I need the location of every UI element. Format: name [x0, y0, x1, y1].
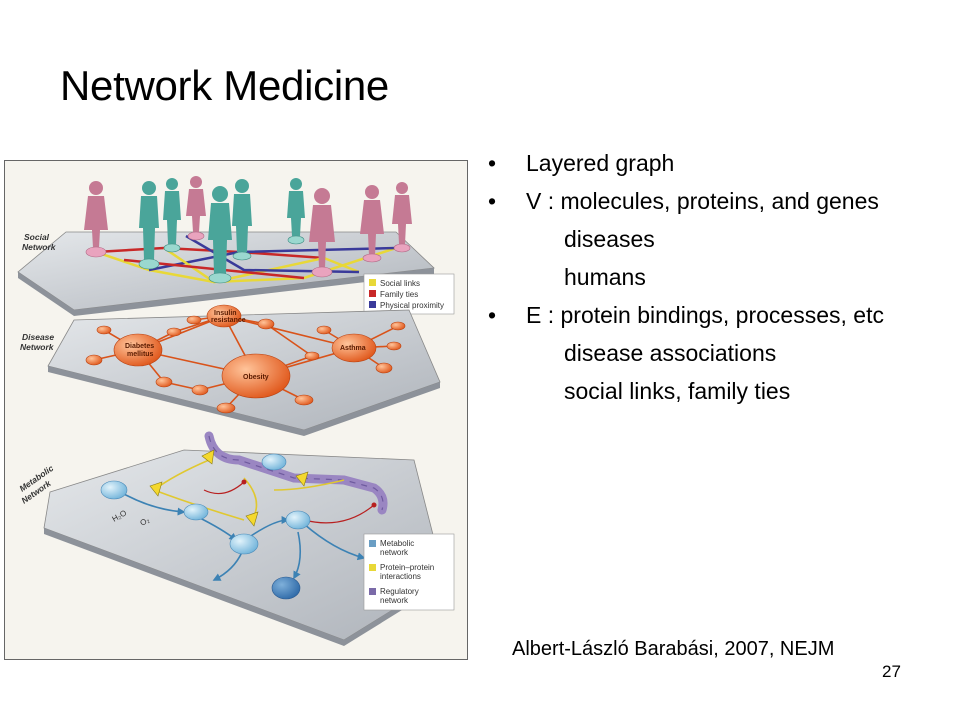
bullet-text: humans [564, 264, 646, 290]
disease-network-layer: Diabetes mellitus Insulin resistance Ast… [20, 304, 441, 436]
node-label-diabetes: Diabetes [125, 343, 154, 350]
bullet-marker: • [488, 302, 497, 328]
legend-metabolic-2: network [380, 548, 409, 557]
slide-title: Network Medicine [60, 62, 389, 109]
social-network-layer: Social Network Social links Family ties … [17, 176, 455, 316]
molecule-o2: O₂ [139, 515, 152, 527]
bullet-text: social links, family ties [564, 378, 791, 404]
metabolic-network-layer: H₂O O₂ Metabolic Network Metabolic netwo… [17, 431, 455, 646]
bullet-text: disease associations [564, 340, 777, 366]
bullet-marker: • [488, 150, 497, 176]
node-label-obesity: Obesity [243, 374, 269, 381]
legend-regulatory: Regulatory [380, 587, 419, 596]
bullet-text: Layered graph [526, 150, 675, 176]
layer-label-social-2: Network [22, 242, 57, 252]
metabolic-legend: Metabolic network Protein–protein intera… [363, 533, 455, 611]
node-label-insulin-2: resistance [211, 317, 246, 324]
bullet-subitem: diseases [488, 220, 958, 258]
bullet-subitem: social links, family ties [488, 372, 958, 410]
page-number: 27 [882, 662, 901, 681]
network-layers-figure: Social Network Social links Family ties … [4, 160, 468, 660]
bullet-list: • Layered graph • V : molecules, protein… [488, 144, 958, 410]
legend-ppi: Protein–protein [380, 563, 434, 572]
bullet-text: diseases [564, 226, 655, 252]
legend-ppi-2: interactions [380, 572, 421, 581]
person-figures [84, 176, 412, 274]
legend-family-ties: Family ties [380, 290, 418, 299]
legend-regulatory-2: network [380, 596, 409, 605]
node-label-diabetes-2: mellitus [127, 351, 154, 358]
bullet-item: • Layered graph [488, 144, 958, 182]
bullet-marker: • [488, 188, 497, 214]
bullet-text: V : molecules, proteins, and genes [526, 188, 879, 214]
legend-metabolic: Metabolic [380, 539, 414, 548]
node-label-asthma: Asthma [340, 345, 366, 352]
bullet-item: • V : molecules, proteins, and genes [488, 182, 958, 220]
legend-physical-proximity: Physical proximity [380, 301, 444, 310]
node-label-insulin: Insulin [214, 310, 237, 317]
bullet-text: E : protein bindings, processes, etc [526, 302, 884, 328]
citation: Albert-László Barabási, 2007, NEJM [512, 638, 835, 660]
legend-social-links: Social links [380, 279, 420, 288]
layer-label-disease-2: Network [20, 342, 55, 352]
layer-label-social: Social [24, 232, 50, 242]
layer-label-disease: Disease [22, 332, 54, 342]
bullet-item: • E : protein bindings, processes, etc [488, 296, 958, 334]
bullet-subitem: disease associations [488, 334, 958, 372]
bullet-subitem: humans [488, 258, 958, 296]
social-legend: Social links Family ties Physical proxim… [363, 273, 455, 315]
